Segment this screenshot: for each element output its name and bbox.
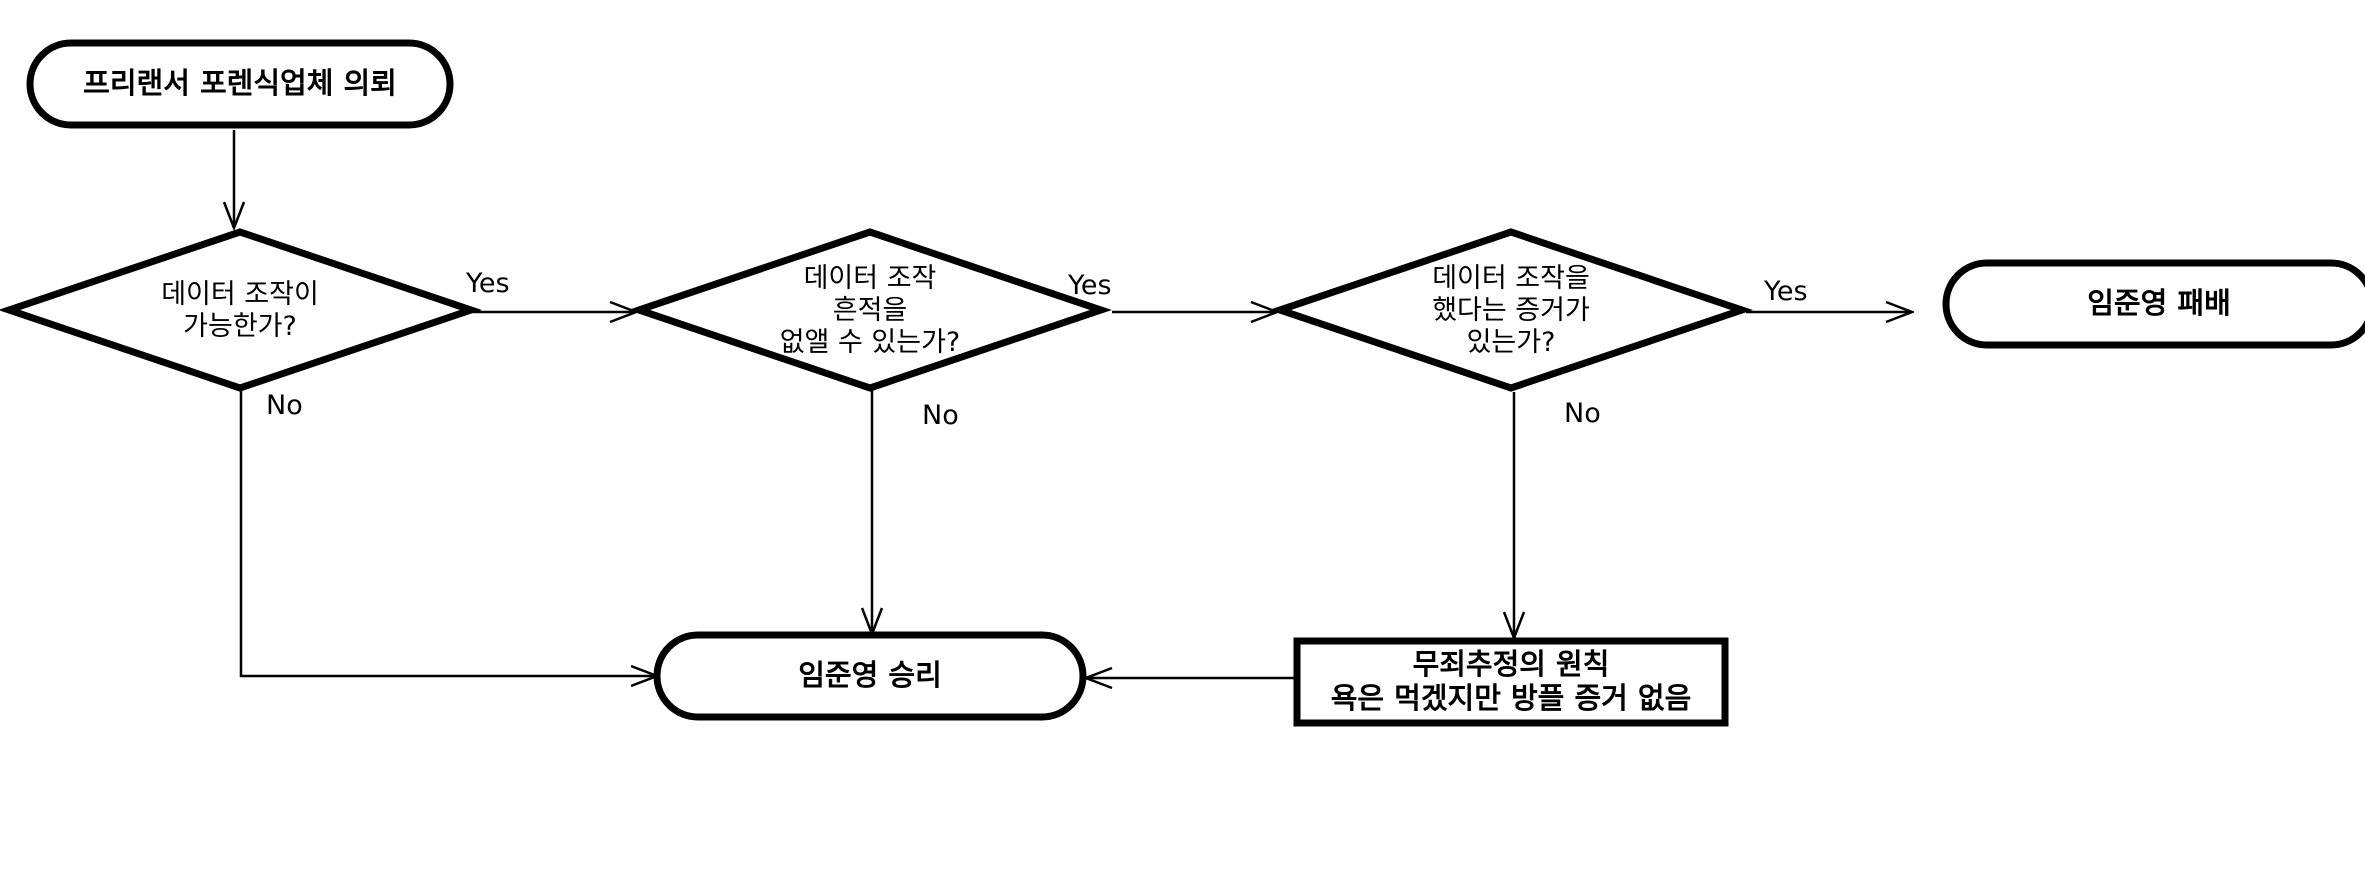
node-lose: 임준영 패배 — [1942, 259, 2365, 349]
edge-label-q2-to-win: No — [922, 400, 959, 431]
decision-diamond — [628, 228, 1112, 392]
decision-diamond — [1269, 228, 1753, 392]
node-label-line: 흔적을 — [833, 295, 908, 326]
decision-diamond — [0, 228, 482, 392]
node-label-line: 없앨 수 있는가? — [780, 327, 961, 358]
edge-label-q2-to-q3: Yes — [1067, 270, 1112, 301]
node-label-line: 가능한가? — [183, 311, 297, 342]
terminal-pill — [26, 39, 454, 129]
node-label-line: 임준영 패배 — [2087, 286, 2231, 320]
edge-label-q1-to-win: No — [266, 390, 303, 421]
edge-label-q1-to-q2: Yes — [465, 268, 510, 299]
terminal-pill — [1942, 259, 2365, 349]
node-label-line: 데이터 조작 — [804, 263, 937, 294]
node-label-line: 있는가? — [1467, 327, 1556, 358]
terminal-pill — [653, 631, 1087, 721]
node-label-line: 무죄추정의 원칙 — [1413, 647, 1610, 681]
edge-q1-to-win — [239, 390, 657, 676]
process-box — [1293, 637, 1729, 727]
node-label-line: 프리랜서 포렌식업체 의뢰 — [83, 66, 397, 100]
node-win: 임준영 승리 — [653, 631, 1087, 721]
node-start: 프리랜서 포렌식업체 의뢰 — [26, 39, 454, 129]
edge-label-q3-to-lose: Yes — [1763, 276, 1808, 307]
node-label-line: 데이터 조작을 — [1432, 263, 1590, 294]
edge-label-q3-to-presume: No — [1564, 398, 1601, 429]
node-label-line: 임준영 승리 — [798, 658, 942, 692]
node-label-line: 데이터 조작이 — [161, 279, 319, 310]
node-label-line: 욕은 먹겠지만 방플 증거 없음 — [1331, 681, 1692, 715]
node-label-line: 했다는 증거가 — [1432, 295, 1590, 326]
